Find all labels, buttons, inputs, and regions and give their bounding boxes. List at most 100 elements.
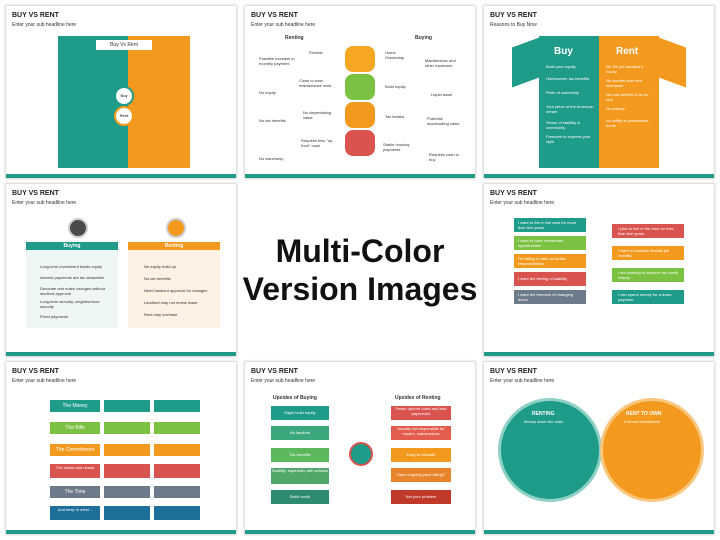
left2-item-4: No ownership: [259, 156, 284, 161]
row-2-label: The Bills: [50, 422, 100, 434]
right-row-1: [612, 224, 684, 238]
slide-subtitle: Enter your sub headline here: [251, 22, 316, 28]
row-3-desc: [104, 444, 150, 456]
shirt-buy-body: [539, 36, 599, 168]
slide-2[interactable]: BUY VS RENT Enter your sub headline here…: [245, 6, 475, 178]
rent-item-3: Need landlord approval for changes: [144, 288, 208, 293]
right-row-3: [612, 268, 684, 282]
left2-item-1: Possible increase in monthly payment: [259, 56, 295, 66]
row-4-desc: [104, 464, 150, 478]
rent-item-4: Landlord may not renew lease: [144, 300, 198, 305]
rent-to-own-heading: RENT TO OWN: [626, 411, 662, 417]
slide-title: BUY VS RENT: [490, 12, 537, 19]
buy-item-2: Interest payments are tax deductible: [40, 275, 105, 280]
buy-item-5: Fixed payments: [40, 314, 69, 319]
row-5-desc-2: [154, 486, 200, 498]
buy-item-3: Decorate and make changes without landlo…: [40, 286, 105, 296]
row-3-desc-2: [154, 444, 200, 456]
right2-item-1: Maintenance and other expenses: [425, 58, 456, 68]
buy-row-1: Might build equity: [271, 406, 329, 420]
footer-bar: [484, 174, 714, 178]
footer-bar: [6, 352, 236, 356]
slide-4[interactable]: BUY VS RENT Enter your sub headline here…: [6, 184, 236, 356]
slide-subtitle: Enter your sub headline here: [12, 22, 77, 28]
slide-title: BUY VS RENT: [490, 368, 537, 375]
left-row-3: [514, 254, 586, 268]
slide-subtitle: Enter your sub headline here: [490, 378, 555, 384]
left-text-2: I want to have investment opportunities: [518, 238, 564, 248]
house-icon: [68, 218, 88, 238]
center-ribbon-top: [345, 46, 375, 72]
left-item-1: Flexible: [309, 50, 323, 55]
row-1-desc-2: [154, 400, 200, 412]
shirt-left-sleeve: [512, 36, 542, 88]
buy-row-5: Build credit: [271, 490, 329, 504]
row-6-desc-2: [154, 506, 200, 520]
renting-heading: Upsides of Renting: [395, 395, 441, 401]
right-text-3: I am working to improve my credit histor…: [618, 270, 678, 280]
buy-row-4: Stability, especially with schools: [271, 468, 329, 484]
rent-item-1: No 3% per landlord's hourly: [606, 64, 644, 74]
buy-item-1: Build your equity: [546, 64, 576, 69]
rent-item-1: No equity build-up: [144, 264, 177, 269]
buying-label: Buying: [415, 35, 432, 41]
rent-item-2: No tax benefits: [144, 276, 171, 281]
slide-3[interactable]: BUY VS RENT Reasons to Buy Now Buy Rent …: [484, 6, 714, 178]
right-row-4: [612, 290, 684, 304]
center-circle: [349, 442, 373, 466]
left-row-4: [514, 272, 586, 286]
center-ribbon-4: [345, 130, 375, 156]
slide-title: BUY VS RENT: [251, 368, 298, 375]
rent-row-3: Easy to relocate: [391, 448, 451, 462]
buy-heading: Buy: [554, 46, 573, 57]
buy-row-3: Tax benefits: [271, 448, 329, 462]
slide-subtitle: Enter your sub headline here: [251, 378, 316, 384]
rent-row-1: Fewer upfront costs and less paperwork: [391, 406, 451, 420]
footer-bar: [484, 352, 714, 356]
renting-list-bg: [128, 250, 220, 328]
slide-title: BUY VS RENT: [12, 368, 59, 375]
buy-row-2: No landlord: [271, 426, 329, 440]
slide-5[interactable]: BUY VS RENT Enter your sub headline here…: [484, 184, 714, 356]
buy-item-3: Pride of ownership: [546, 90, 580, 95]
slide-subtitle: Enter your sub headline here: [490, 200, 555, 206]
right2-item-3: Potential depreciating value: [427, 116, 460, 126]
rent-item-4: No privacy: [606, 106, 625, 111]
slide-6[interactable]: BUY VS RENT Enter your sub headline here…: [6, 362, 236, 534]
footer-bar: [6, 530, 236, 534]
row-1-desc: [104, 400, 150, 412]
rent-house-icon: [166, 218, 186, 238]
slide-7[interactable]: BUY VS RENT Enter your sub headline here…: [245, 362, 475, 534]
row-5-label: The Time: [50, 486, 100, 498]
right2-item-4: Requires cash to buy: [429, 152, 460, 162]
buy-item-4: Long-term security, neighborhood securit…: [40, 299, 100, 309]
slide-title: BUY VS RENT: [12, 12, 59, 19]
row-2-desc-2: [154, 422, 200, 434]
buy-item-5: Sense of stability & community: [546, 120, 581, 130]
rent-row-5: Not your problem: [391, 490, 451, 504]
left-text-5: I want the freedom of changing decor: [518, 292, 573, 302]
renting-label: Renting: [285, 35, 304, 41]
shirt-rent-body: [599, 36, 659, 168]
slide-subtitle: Reasons to Buy Now: [490, 22, 537, 28]
slide-title: BUY VS RENT: [490, 190, 537, 197]
slide-1[interactable]: BUY VS RENT Enter your sub headline here…: [6, 6, 236, 178]
rent-item-2: No worries over rent increases: [606, 78, 643, 88]
right-text-1: I plan to live in the area for less than…: [618, 226, 674, 236]
rent-item-3: No roof defects to fix for rent: [606, 92, 649, 102]
buy-item-1: Long-term investment builds equity: [40, 264, 103, 269]
rent-item-5: Rent may increase: [144, 312, 178, 317]
slide-8[interactable]: BUY VS RENT Enter your sub headline here…: [484, 362, 714, 534]
right-item-3: Tax breaks: [385, 114, 405, 119]
buy-item-4: Your piece of the American dream: [546, 104, 594, 114]
left-row-2: [514, 236, 586, 250]
header-box: Buy Vs Rent: [96, 40, 152, 50]
right-row-2: [612, 246, 684, 260]
footer-bar: [245, 530, 475, 534]
shirt-right-sleeve: [656, 36, 686, 88]
row-4-label: The duties and needs: [50, 464, 100, 478]
center-line-2: Version Images: [242, 271, 478, 307]
left-row-1: [514, 218, 586, 232]
left-text-3: I'm willing to take on further responsib…: [518, 256, 567, 266]
renting-heading: RENTING: [532, 411, 555, 417]
